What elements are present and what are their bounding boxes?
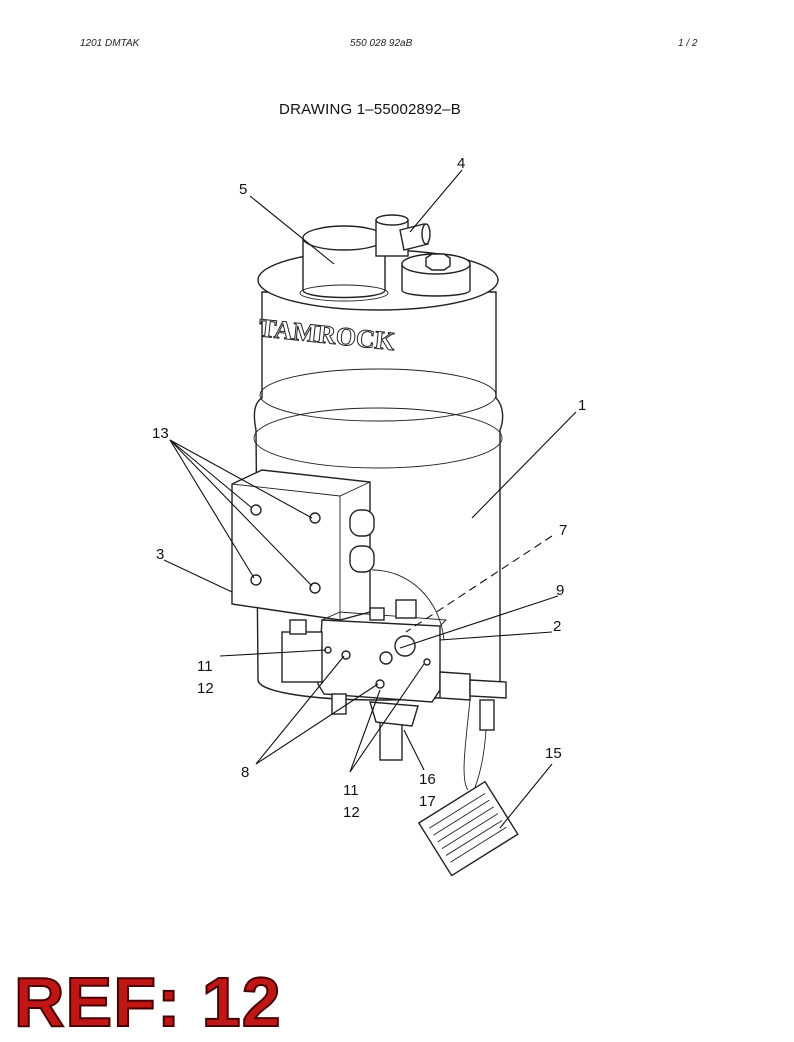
callout-15: 15	[545, 745, 562, 762]
callout-17: 17	[419, 793, 436, 810]
callout-11a: 11	[197, 658, 213, 675]
callout-9: 9	[556, 582, 564, 599]
header-page-number: 1 / 2	[678, 38, 698, 49]
callout-12b: 12	[343, 804, 360, 821]
callout-13: 13	[152, 425, 169, 442]
callout-7: 7	[559, 522, 567, 539]
ref-badge: REF: 12	[13, 962, 282, 1042]
leader-lines	[163, 169, 577, 829]
drawing-title: DRAWING 1–55002892–B	[279, 101, 461, 118]
hex-plug	[401, 253, 471, 297]
callout-5: 5	[239, 181, 247, 198]
callout-12a: 12	[197, 680, 214, 697]
header-part-number: 550 028 92aB	[350, 38, 413, 49]
header-doc-code: 1201 DMTAK	[80, 38, 140, 49]
callout-1: 1	[578, 397, 586, 414]
elbow-fitting	[375, 214, 431, 257]
callout-11b: 11	[343, 782, 359, 799]
callout-4: 4	[457, 155, 465, 172]
callout-numbers: 5 4 1 13 3 7 9 2 11 12 8 11 12 16 17 15	[152, 155, 586, 821]
valve-block	[231, 469, 445, 641]
callout-8: 8	[241, 764, 249, 781]
callout-2: 2	[553, 618, 561, 635]
identification-tag	[417, 780, 519, 877]
top-cap	[299, 225, 389, 302]
callout-16: 16	[419, 771, 436, 788]
lower-manifold	[281, 599, 507, 791]
callout-3: 3	[156, 546, 164, 563]
